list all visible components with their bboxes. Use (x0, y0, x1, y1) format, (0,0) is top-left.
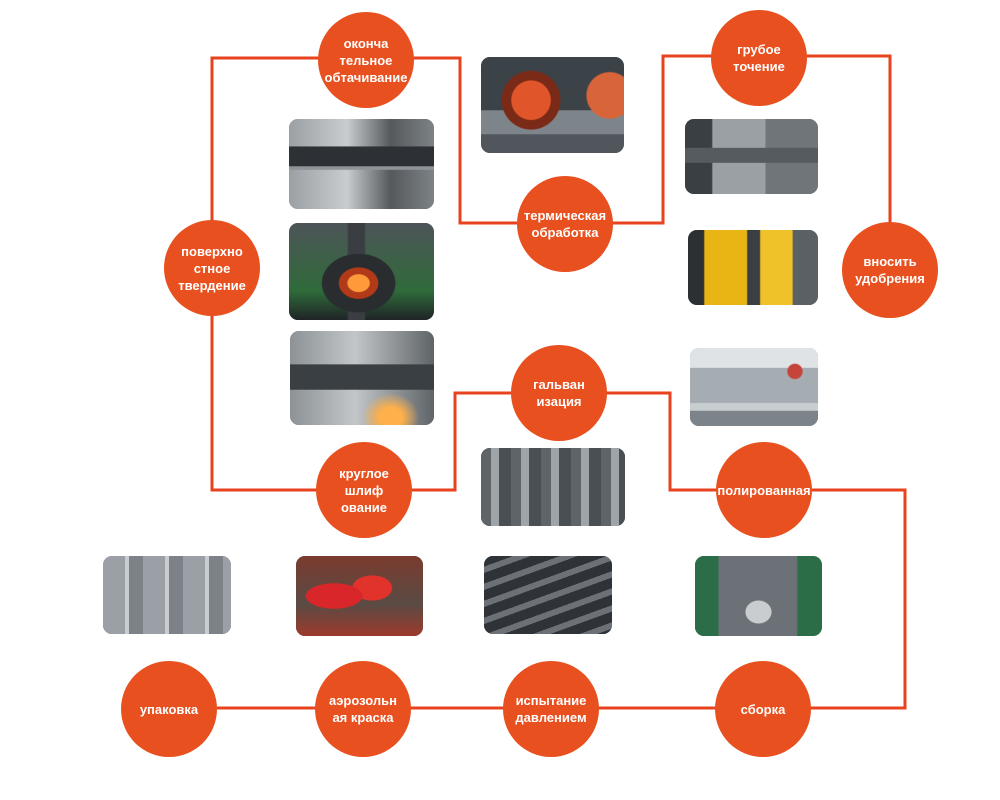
step-heat-treatment-label: термическая обработка (523, 208, 607, 240)
step-rough-turning-label: грубое точение (733, 42, 785, 74)
photo-spray-painting (296, 556, 423, 636)
step-surface-hardening: поверхно стное твердение (164, 220, 260, 316)
step-heat-treatment: термическая обработка (517, 176, 613, 272)
step-cylindrical-grinding-label: круглое шлиф ование (339, 465, 389, 515)
step-spray-paint-label: аэрозольн ая краска (329, 693, 397, 725)
step-fertilize-label: вносить удобрения (855, 254, 925, 286)
step-final-turning-label: оконча тельное обтачивание (324, 35, 408, 85)
photo-heat-treatment-furnace (481, 57, 624, 153)
step-packaging-label: упаковка (139, 701, 199, 717)
photo-assembly (695, 556, 822, 636)
step-final-turning: оконча тельное обтачивание (318, 12, 414, 108)
step-rough-turning: грубое точение (711, 10, 807, 106)
photo-pressure-testing (484, 556, 612, 634)
step-pressure-test-label: испытание давлением (515, 693, 587, 725)
step-polishing-label: полированная (717, 482, 811, 498)
connector-rough-to-fertilize (805, 54, 892, 225)
connector-polishing-to-assembly (810, 488, 907, 710)
step-pressure-test: испытание давлением (503, 661, 599, 757)
photo-cylindrical-grinding (290, 331, 434, 425)
photo-rough-turning (685, 119, 818, 194)
connector-grinding-to-galvanization (410, 391, 513, 492)
step-packaging: упаковка (121, 661, 217, 757)
connector-galvanization-to-polishing (606, 391, 718, 492)
step-cylindrical-grinding: круглое шлиф ование (316, 442, 412, 538)
photo-packaging (103, 556, 231, 634)
photo-saw-machine (688, 230, 818, 305)
step-fertilize: вносить удобрения (842, 222, 938, 318)
photo-final-turning-lathe (289, 119, 434, 209)
photo-galvanization-plant (481, 448, 625, 526)
photo-induction-hardening (289, 223, 434, 320)
step-surface-hardening-label: поверхно стное твердение (178, 243, 246, 293)
step-assembly-label: сборка (740, 701, 786, 717)
step-galvanization: гальван изация (511, 345, 607, 441)
connector-heat-to-rough (605, 54, 713, 225)
photo-polishing-machine (690, 348, 818, 426)
connector-final-to-heat (405, 56, 520, 225)
connector-surface-to-grinding (210, 314, 318, 492)
step-spray-paint: аэрозольн ая краска (315, 661, 411, 757)
step-assembly: сборка (715, 661, 811, 757)
connector-final-to-surface (210, 56, 320, 222)
step-polishing: полированная (716, 442, 812, 538)
step-galvanization-label: гальван изация (533, 377, 585, 409)
